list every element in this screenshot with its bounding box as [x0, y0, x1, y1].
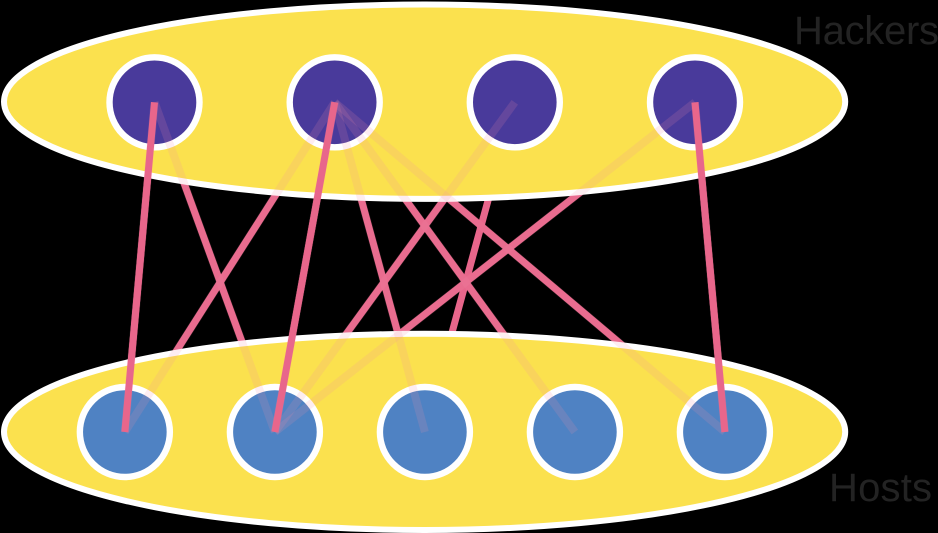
- svg-text:Hackers: Hackers: [794, 9, 938, 53]
- svg-text:Hosts: Hosts: [829, 466, 932, 510]
